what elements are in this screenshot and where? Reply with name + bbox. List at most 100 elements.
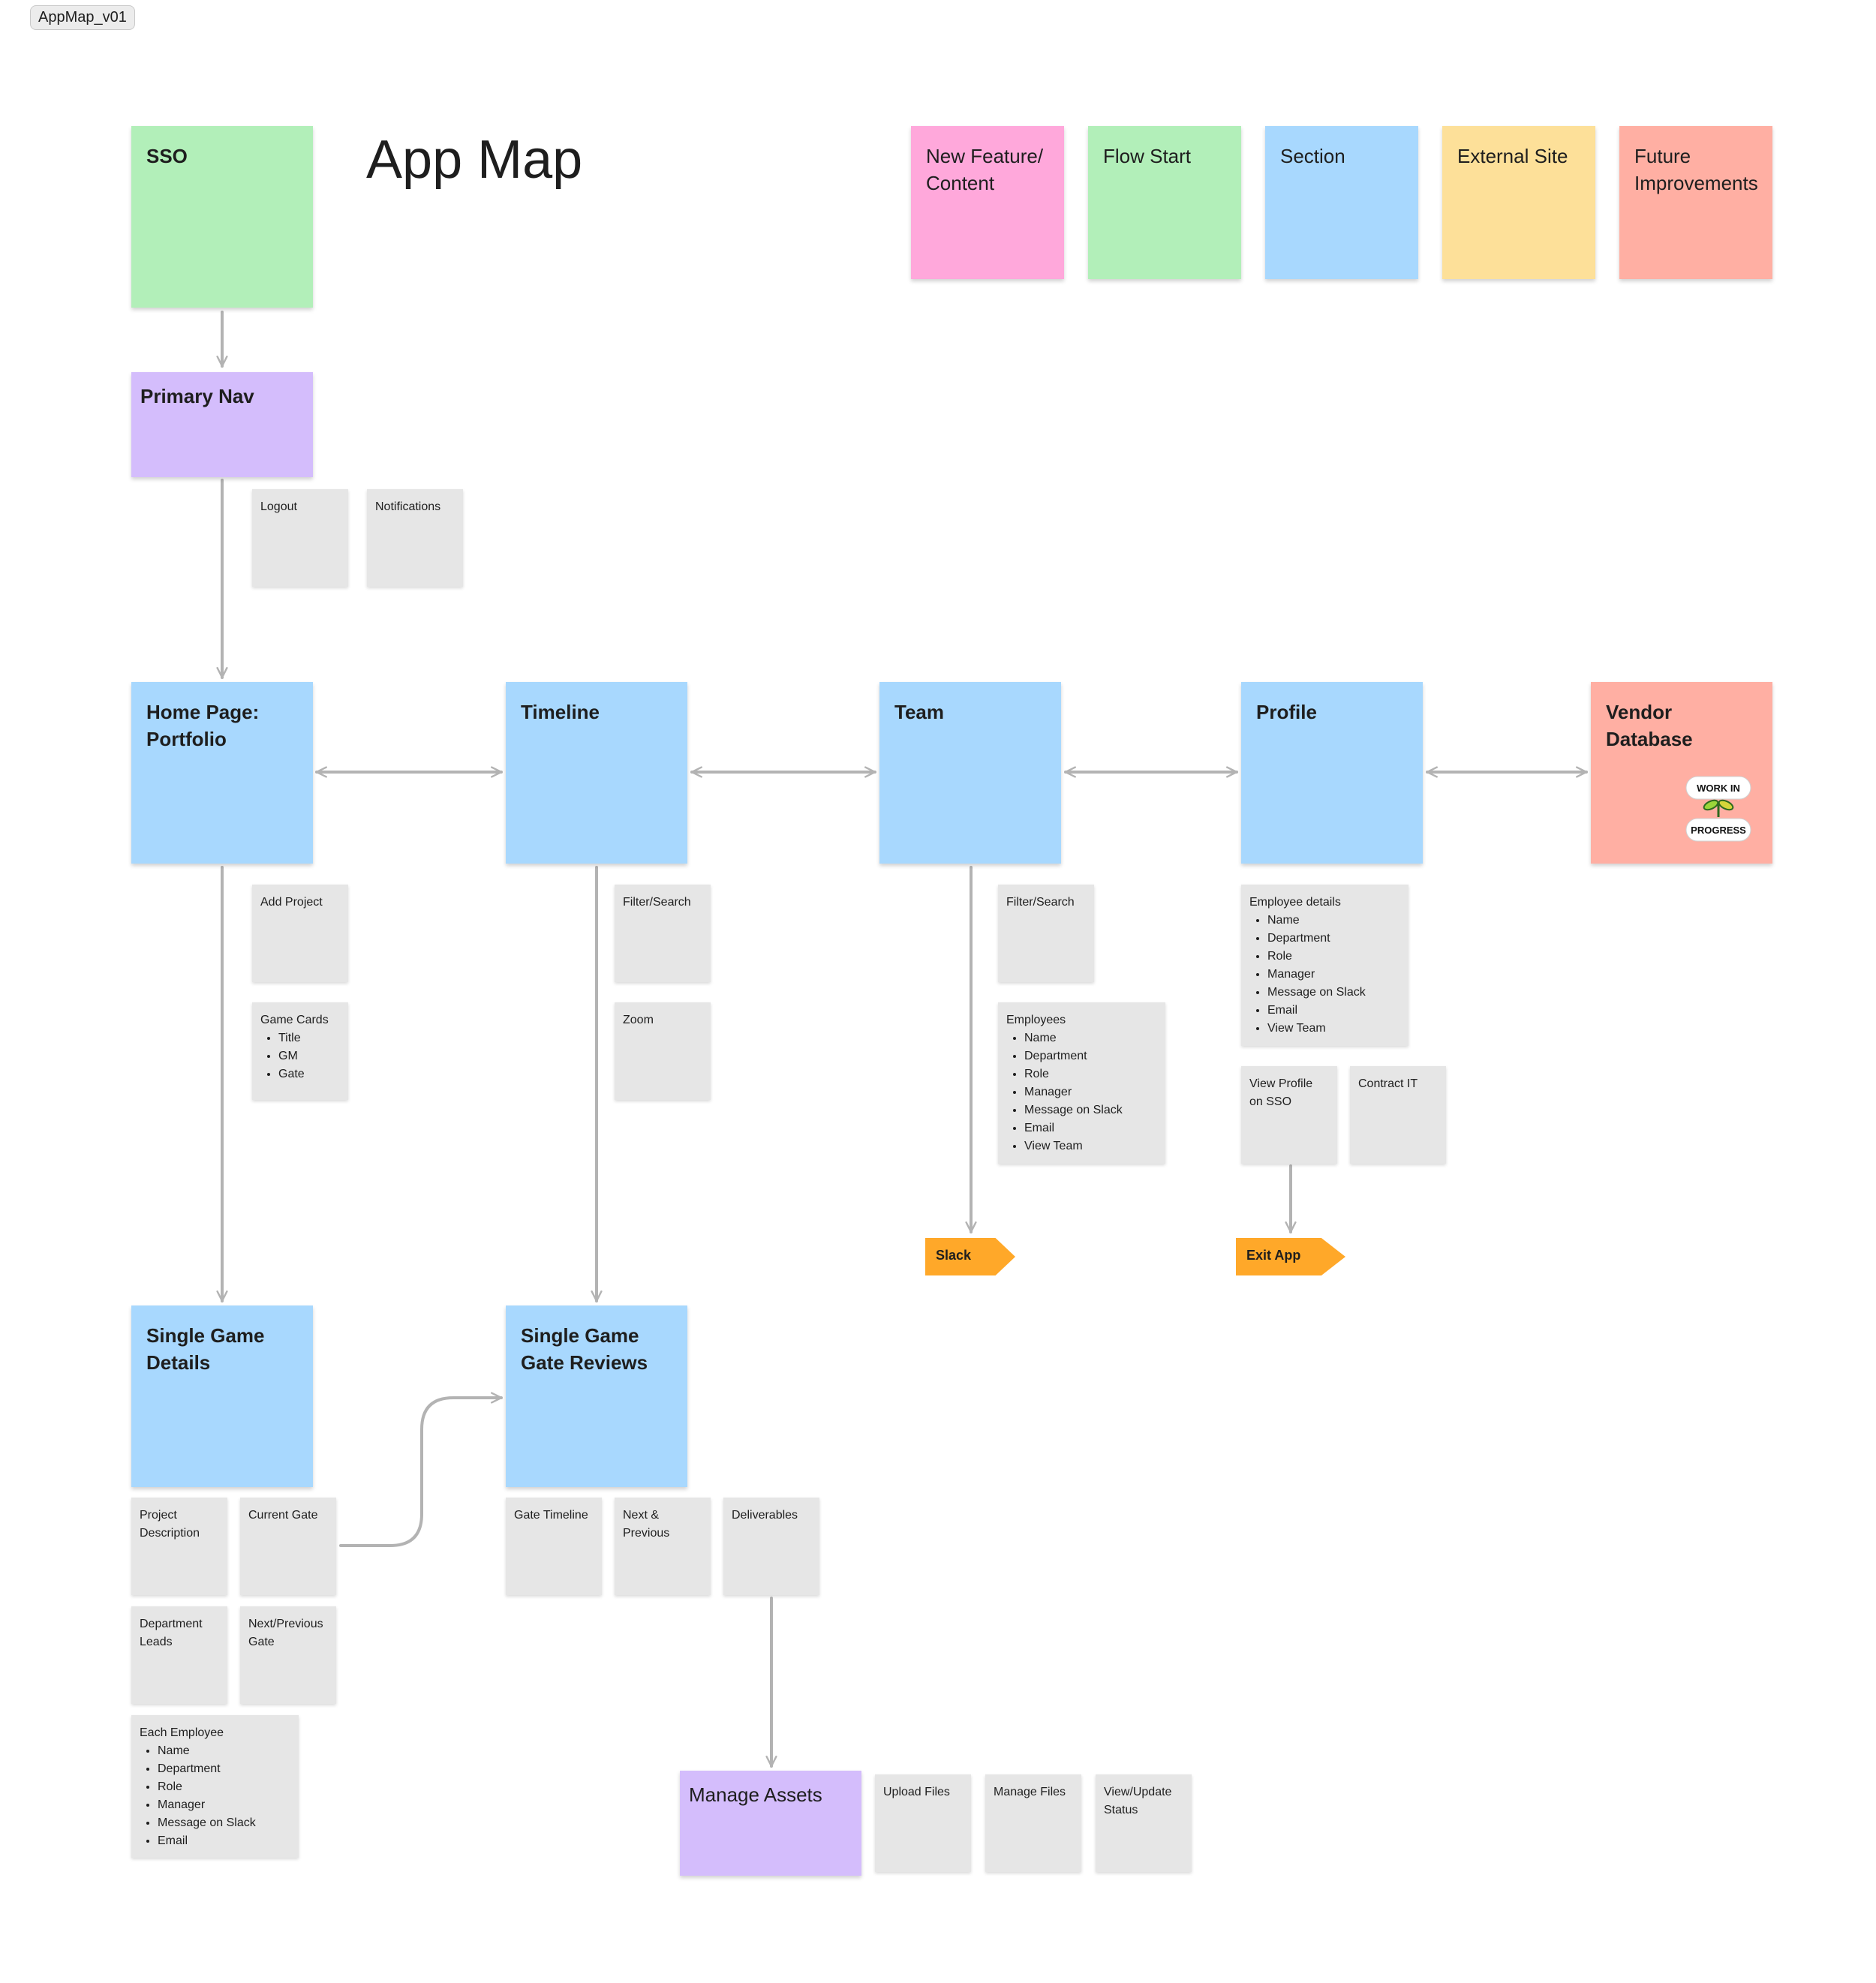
note-manage-files[interactable]: Manage Files [985, 1774, 1081, 1872]
connector-gate-to-reviews [339, 1392, 503, 1547]
note-gate-timeline[interactable]: Gate Timeline [506, 1498, 602, 1595]
list-item: Role [1024, 1065, 1157, 1083]
note-employee-details[interactable]: Employee details Name Department Role Ma… [1241, 885, 1409, 1046]
legend-label: New Feature/ Content [926, 145, 1044, 195]
legend-external-site[interactable]: External Site [1442, 126, 1595, 279]
node-timeline-label: Timeline [521, 701, 600, 723]
note-text: Notifications [375, 500, 441, 513]
note-text: Department Leads [140, 1618, 203, 1648]
node-manage-assets-label: Manage Assets [689, 1783, 822, 1806]
note-text: Next & Previous [623, 1509, 670, 1540]
list-item: Manager [1267, 966, 1400, 984]
note-view-profile-sso[interactable]: View Profile on SSO [1241, 1066, 1337, 1164]
note-text: Zoom [623, 1014, 654, 1026]
note-text: Filter/Search [623, 896, 691, 909]
note-timeline-filter-search[interactable]: Filter/Search [615, 885, 711, 982]
node-vendor-label: Vendor Database [1606, 701, 1693, 751]
note-department-leads[interactable]: Department Leads [131, 1606, 227, 1704]
frame-label[interactable]: AppMap_v01 [30, 5, 135, 30]
note-contract-it[interactable]: Contract IT [1350, 1066, 1446, 1164]
list-item: Name [158, 1742, 290, 1760]
tag-slack[interactable]: Slack [925, 1238, 1015, 1275]
note-add-project[interactable]: Add Project [252, 885, 348, 982]
note-text: Contract IT [1358, 1077, 1418, 1090]
note-text: View/Update Status [1104, 1786, 1172, 1816]
legend-flow-start[interactable]: Flow Start [1088, 126, 1241, 279]
note-next-previous-gate[interactable]: Next/Previous Gate [240, 1606, 336, 1704]
page-title: App Map [366, 130, 583, 190]
list-item: Title [278, 1029, 340, 1047]
note-text: Manage Files [994, 1786, 1066, 1798]
node-reviews-label: Single Game Gate Reviews [521, 1324, 648, 1375]
note-zoom[interactable]: Zoom [615, 1002, 711, 1100]
note-text: Project Description [140, 1509, 200, 1540]
wip-top-text: WORK IN [1697, 783, 1740, 794]
list-item: Message on Slack [1024, 1101, 1157, 1119]
list-item: Name [1267, 912, 1400, 930]
note-each-employee[interactable]: Each Employee Name Department Role Manag… [131, 1715, 299, 1858]
list-item: Manager [158, 1796, 290, 1814]
note-game-cards[interactable]: Game Cards Title GM Gate [252, 1002, 348, 1100]
list-item: Email [1267, 1002, 1400, 1020]
list-item: Department [1267, 930, 1400, 948]
node-details-label: Single Game Details [146, 1324, 265, 1375]
node-sso[interactable]: SSO [131, 126, 313, 308]
list-item: View Team [1267, 1020, 1400, 1038]
node-timeline[interactable]: Timeline [506, 682, 687, 864]
note-text: View Profile on SSO [1249, 1077, 1313, 1108]
legend-label: Section [1280, 145, 1345, 167]
list-item: Department [158, 1760, 290, 1778]
list-item: Message on Slack [1267, 984, 1400, 1002]
note-text: Filter/Search [1006, 896, 1075, 909]
note-view-update-status[interactable]: View/Update Status [1096, 1774, 1192, 1872]
note-upload-files[interactable]: Upload Files [875, 1774, 971, 1872]
legend-label: External Site [1457, 145, 1568, 167]
tag-exit-app[interactable]: Exit App [1236, 1238, 1345, 1275]
note-next-and-previous[interactable]: Next & Previous [615, 1498, 711, 1595]
note-text: Current Gate [248, 1509, 318, 1522]
legend-new-feature[interactable]: New Feature/ Content [911, 126, 1064, 279]
list-item: Department [1024, 1047, 1157, 1065]
each-employee-list: Name Department Role Manager Message on … [140, 1742, 290, 1850]
note-text: Game Cards [260, 1014, 329, 1026]
node-single-game-details[interactable]: Single Game Details [131, 1305, 313, 1487]
list-item: Email [158, 1832, 290, 1850]
note-text: Gate Timeline [514, 1509, 588, 1522]
legend-section[interactable]: Section [1265, 126, 1418, 279]
note-text: Employees [1006, 1014, 1066, 1026]
node-home-label: Home Page: Portfolio [146, 701, 260, 751]
note-logout[interactable]: Logout [252, 489, 348, 587]
note-deliverables[interactable]: Deliverables [723, 1498, 819, 1595]
work-in-progress-sticker: WORK IN PROGRESS [1685, 776, 1751, 842]
list-item: Message on Slack [158, 1814, 290, 1832]
note-team-filter-search[interactable]: Filter/Search [998, 885, 1094, 982]
node-single-game-gate-reviews[interactable]: Single Game Gate Reviews [506, 1305, 687, 1487]
game-cards-list: Title GM Gate [260, 1029, 340, 1083]
node-profile-label: Profile [1256, 701, 1317, 723]
note-text: Add Project [260, 896, 323, 909]
note-text: Next/Previous Gate [248, 1618, 323, 1648]
note-notifications[interactable]: Notifications [367, 489, 463, 587]
note-current-gate[interactable]: Current Gate [240, 1498, 336, 1595]
node-team[interactable]: Team [879, 682, 1061, 864]
list-item: Name [1024, 1029, 1157, 1047]
wip-bottom-text: PROGRESS [1691, 825, 1746, 836]
list-item: GM [278, 1047, 340, 1065]
note-text: Logout [260, 500, 297, 513]
list-item: Role [1267, 948, 1400, 966]
node-manage-assets[interactable]: Manage Assets [680, 1771, 861, 1876]
list-item: Gate [278, 1065, 340, 1083]
note-text: Employee details [1249, 896, 1341, 909]
note-project-description[interactable]: Project Description [131, 1498, 227, 1595]
node-profile[interactable]: Profile [1241, 682, 1423, 864]
node-primary-nav[interactable]: Primary Nav [131, 372, 313, 477]
list-item: Email [1024, 1119, 1157, 1137]
employee-details-list: Name Department Role Manager Message on … [1249, 912, 1400, 1038]
note-employees[interactable]: Employees Name Department Role Manager M… [998, 1002, 1165, 1164]
node-home-portfolio[interactable]: Home Page: Portfolio [131, 682, 313, 864]
node-primary-nav-label: Primary Nav [140, 385, 254, 407]
employees-list: Name Department Role Manager Message on … [1006, 1029, 1157, 1155]
legend-label: Future Improvements [1634, 145, 1758, 195]
legend-future-improvements[interactable]: Future Improvements [1619, 126, 1772, 279]
